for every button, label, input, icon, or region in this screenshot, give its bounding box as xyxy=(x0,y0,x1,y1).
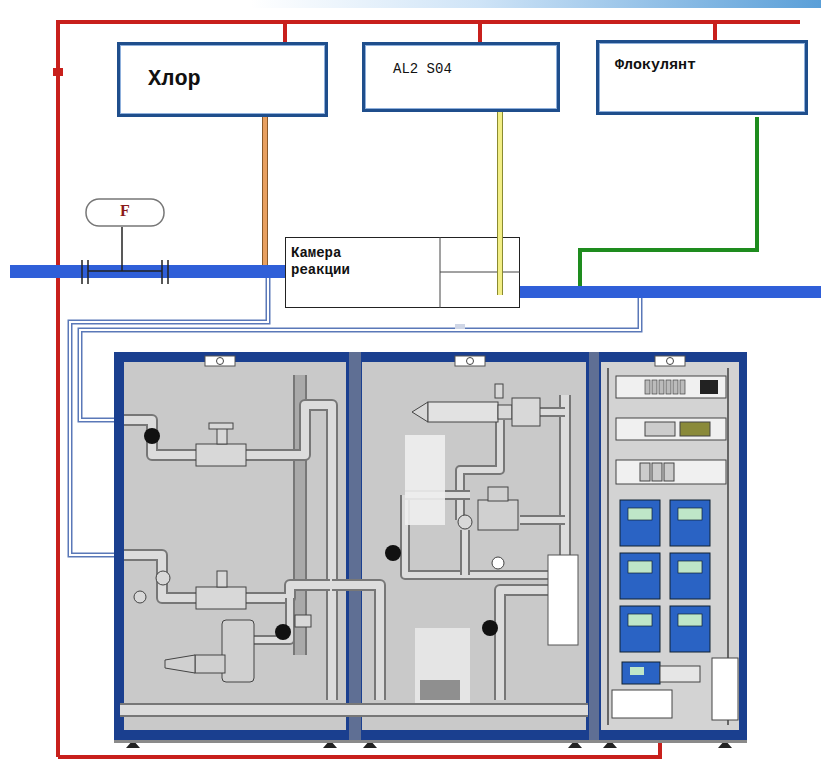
flow-symbol: F xyxy=(85,201,165,220)
power-line xyxy=(55,22,800,757)
middle-panel-equipment xyxy=(385,384,578,703)
node-label: Хлор xyxy=(148,67,201,93)
marker xyxy=(455,324,465,329)
control-cabinet-equipment xyxy=(608,368,738,725)
flow-meter: F xyxy=(85,198,165,227)
node-label: AL2 S04 xyxy=(393,61,452,78)
reagent-box: Хлор xyxy=(117,42,328,117)
node-label: Флокулянт xyxy=(615,57,696,75)
flocculant-dosing-line xyxy=(580,117,757,288)
flow-meter-flange xyxy=(82,227,168,284)
reagent-box: Флокулянт xyxy=(596,40,808,115)
dosing-line xyxy=(500,112,501,237)
left-panel-equipment xyxy=(134,423,311,682)
cabinet xyxy=(114,352,747,748)
header-band xyxy=(250,0,821,8)
left-panel-piping xyxy=(120,375,588,710)
inlet-pipe xyxy=(10,265,287,278)
node-label: Камера реакции xyxy=(291,245,391,279)
reagent-box: AL2 S04 xyxy=(362,42,560,112)
reaction-chamber: Камера реакции xyxy=(285,237,520,308)
outlet-pipe xyxy=(518,286,821,298)
chlorine-dosing-line xyxy=(265,117,266,266)
